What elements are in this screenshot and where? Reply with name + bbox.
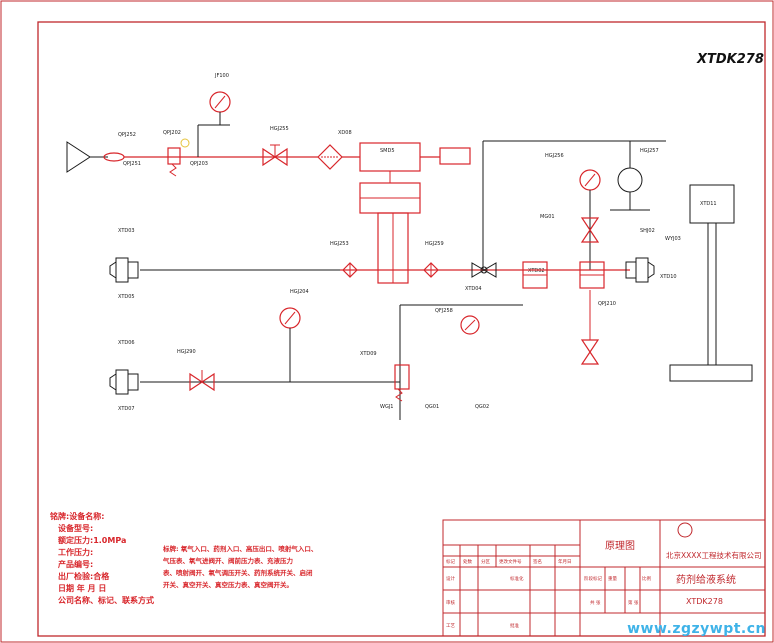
- tb-label-6: 设计: [446, 575, 455, 582]
- nameplate-line-7: 公司名称、标记、联系方式: [58, 595, 154, 605]
- tag-coupling-1b: XTD05: [118, 294, 135, 300]
- tag-misc-4: QG02: [475, 404, 489, 410]
- nameplate: 铭牌:设备名称: 设备型号: 额定压力:1.0MPa 工作压力: 产品编号: 出…: [50, 511, 154, 605]
- nameplate-line-6: 日期 年 月 日: [58, 583, 106, 593]
- three-way-valve: [471, 262, 497, 278]
- tag-regulator: XTD09: [360, 351, 377, 357]
- tag-reducer-2: QPJ203: [190, 161, 208, 167]
- tag-pump: SMD5: [380, 148, 395, 154]
- company-logo: [677, 522, 693, 538]
- tag-stand: XTD11: [700, 201, 717, 207]
- tag-check-1: HGJ253: [330, 241, 349, 247]
- tag-inlet-2: QPJ251: [123, 161, 141, 167]
- company-name: 北京XXXX工程技术有限公司: [666, 550, 762, 560]
- filter-1: [317, 144, 343, 170]
- quick-coupling-left-1: [109, 257, 139, 283]
- tag-gauge-3: HGJ204: [290, 289, 309, 295]
- tb-label-11: 审核: [446, 599, 455, 606]
- regulator-lower: [394, 364, 410, 402]
- needle-valve-2: [580, 290, 600, 365]
- tb-label-14: 共 张: [590, 599, 601, 606]
- system-name: 药剂给液系统: [676, 573, 736, 586]
- tag-misc-2: MG01: [540, 214, 555, 220]
- tag-valve-3: HGJ290: [177, 349, 196, 355]
- tag-coupling-1: XTD03: [118, 228, 135, 234]
- tag-misc-3: QG01: [425, 404, 439, 410]
- tee-block-1: [522, 261, 548, 289]
- accumulator: [610, 141, 650, 211]
- note-line-3: 表、喷射阀开、氧气调压开关、药剂系统开关、启闭: [162, 568, 313, 577]
- drawing-code: XTDK278: [696, 52, 764, 67]
- needle-valve-1: [580, 217, 600, 243]
- nameplate-line-4: 产品编号:: [58, 559, 93, 569]
- tb-label-8: 阶段标记: [584, 575, 602, 582]
- tag-3way: XTD04: [465, 286, 482, 292]
- tb-label-12: 工艺: [446, 623, 455, 629]
- pressure-reducer: [167, 125, 199, 177]
- tb-label-3: 更改文件号: [499, 558, 522, 565]
- tb-label-7: 标准化: [510, 575, 524, 582]
- check-valve-2: [423, 262, 439, 278]
- nameplate-title: 铭牌:设备名称:: [50, 511, 104, 521]
- tag-misc-1: WYJ03: [665, 236, 681, 242]
- tag-inlet: QPJ252: [118, 132, 136, 138]
- nameplate-line-1: 设备型号:: [58, 523, 93, 533]
- tag-coupling-3: SHJ02: [640, 228, 655, 234]
- note-line-2: 气压表、氧气进阀开、阀前压力表、充液压力: [162, 556, 294, 565]
- drawing-number: XTDK278: [686, 597, 723, 606]
- ball-valve-2: [189, 370, 215, 392]
- tag-gauge-4: QFJ258: [435, 308, 453, 314]
- tb-label-1: 处数: [463, 558, 472, 565]
- title-block-small-labels: 标记 处数 分区 更改文件号 签名 年月日 设计 标准化 阶段标记 重量 比例 …: [446, 558, 651, 629]
- tag-valve-2: QPJ210: [598, 301, 616, 307]
- tb-label-13: 批准: [510, 622, 519, 629]
- exhaust-silencer: [420, 147, 471, 165]
- tag-reducer: QPJ202: [163, 130, 181, 136]
- tag-accumulator: HGJ257: [640, 148, 659, 154]
- tag-valve-1: HGJ255: [270, 126, 289, 132]
- quick-coupling-left-2: [109, 369, 139, 395]
- tag-check-2: HGJ259: [425, 241, 444, 247]
- tag-gauge-1: JF100: [214, 73, 229, 79]
- tee-block-2: [579, 261, 605, 289]
- tb-label-15: 第 张: [628, 599, 639, 606]
- pressure-gauge-1: [198, 91, 231, 126]
- tb-label-5: 年月日: [558, 558, 572, 565]
- pneumatic-pump: [359, 142, 421, 284]
- note-block: 标牌: 氧气入口、药剂入口、高压出口、喷射气入口、 气压表、氧气进阀开、阀前压力…: [162, 544, 317, 589]
- nameplate-line-3: 工作压力:: [58, 547, 93, 557]
- stand-frame: [669, 184, 753, 382]
- pressure-gauge-4: [460, 315, 480, 335]
- tag-tee-1: XTD02: [528, 268, 545, 274]
- note-line-4: 开关、真空开关、真空压力表、真空阀开关。: [163, 580, 293, 589]
- tb-label-9: 重量: [608, 575, 617, 582]
- tag-gauge-2: HGJ256: [545, 153, 564, 159]
- pressure-gauge-3: [279, 307, 301, 382]
- watermark-text: www.zgzywpt.cn: [627, 621, 766, 637]
- title-block: [442, 519, 766, 637]
- tb-label-2: 分区: [481, 558, 490, 565]
- tag-coupling-2b: XTD07: [118, 406, 135, 412]
- tag-misc-5: WGJ1: [380, 404, 393, 410]
- tb-label-4: 签名: [533, 558, 542, 565]
- check-valve-1: [342, 262, 358, 278]
- inner-border: [37, 21, 766, 637]
- tb-label-10: 比例: [642, 575, 651, 582]
- quick-coupling-right: [625, 257, 655, 283]
- sheet-name: 原理图: [605, 540, 635, 552]
- note-line-1: 标牌: 氧气入口、药剂入口、高压出口、喷射气入口、: [162, 544, 317, 553]
- nameplate-line-5: 出厂检验:合格: [58, 571, 110, 581]
- tag-filter: XD08: [338, 130, 352, 136]
- tag-coupling-3b: XTD10: [660, 274, 677, 280]
- ball-valve-1: [262, 144, 288, 167]
- tb-label-0: 标记: [446, 558, 455, 565]
- tag-coupling-2: XTD06: [118, 340, 135, 346]
- nameplate-line-2: 额定压力:1.0MPa: [58, 535, 126, 545]
- inlet-cone: [66, 141, 125, 173]
